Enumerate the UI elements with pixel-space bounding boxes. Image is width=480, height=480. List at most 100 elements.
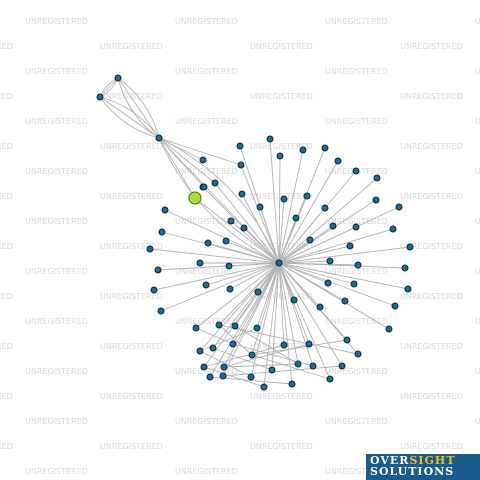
graph-edge [161,231,280,264]
graph-node [157,307,165,315]
graph-edge [158,137,280,264]
graph-node [321,144,329,152]
graph-node [280,195,288,203]
graph-node [200,363,208,371]
watermark-text: UNREGISTERED [25,317,88,326]
graph-node [154,266,162,274]
graph-node [385,325,393,333]
graph-node [260,383,268,391]
graph-node [391,302,399,310]
graph-node [247,373,255,381]
graph-edge [195,262,280,329]
graph-node [150,286,158,294]
watermark-text: UNREGISTERED [400,42,463,51]
watermark-text: UNREGISTERED [475,117,480,126]
graph-edge [157,262,280,271]
graph-edge [214,182,280,264]
graph-node [276,152,284,160]
graph-node [266,135,274,143]
graph-node [324,279,332,287]
logo-text-over: OVER [370,454,410,467]
graph-node [226,285,234,293]
watermark-text: UNREGISTERED [400,242,463,251]
graph-node [341,297,349,305]
watermark-text: UNREGISTERED [250,142,313,151]
watermark-text: UNREGISTERED [25,117,88,126]
watermark-text: UNREGISTERED [325,217,388,226]
watermark-text: UNREGISTERED [175,267,238,276]
logo-text-solutions: SOLUTIONS [370,465,455,478]
graph-edge [278,262,390,330]
watermark-text: UNREGISTERED [0,42,13,51]
graph-edge [99,77,119,98]
watermark-text: UNREGISTERED [0,142,13,151]
graph-edge [199,350,253,378]
graph-edge [99,96,160,139]
graph-edge [194,197,280,264]
graph-node [268,366,276,374]
watermark-text: UNREGISTERED [250,42,313,51]
watermark-text: UNREGISTERED [325,317,388,326]
watermark-text: UNREGISTERED [0,92,13,101]
graph-node [238,190,246,198]
watermark-text: UNREGISTERED [0,192,13,201]
graph-nodes [96,74,414,391]
graph-node [227,217,235,225]
watermark-text: UNREGISTERED [325,367,388,376]
logo-text-sight: SIGHT [409,454,456,467]
graph-edge [222,262,280,377]
graph-node [275,259,283,267]
graph-edge [269,138,280,264]
graph-edge [278,195,308,264]
graph-edge [278,262,355,285]
graph-node [200,183,208,191]
graph-edge [278,206,400,264]
graph-node [231,322,239,330]
graph-edge [158,137,280,264]
watermark-text: UNREGISTERED [475,317,480,326]
watermark-text: UNREGISTERED [100,192,163,201]
graph-node [253,324,261,332]
watermark-text: UNREGISTERED [100,392,163,401]
graph-edge [223,262,280,368]
graph-edges [99,77,411,388]
watermark-text: UNREGISTERED [475,217,480,226]
graph-node [343,336,351,344]
graph-node [248,351,256,359]
focus-node [188,191,202,205]
watermark-text: UNREGISTERED [175,317,238,326]
graph-node [215,321,223,329]
graph-edge [164,209,280,264]
graph-node [338,362,346,370]
graph-node [225,262,233,270]
graph-edge [259,206,280,264]
graph-node [161,206,169,214]
graph-edge [234,325,299,365]
graph-edge [158,137,242,166]
watermark-text: UNREGISTERED [250,92,313,101]
graph-edge [278,207,326,264]
graph-edge [223,363,299,368]
graph-edge [218,324,253,356]
watermark-text: UNREGISTERED [475,417,480,426]
watermark-text: UNREGISTERED [325,417,388,426]
graph-edge [230,220,280,264]
watermark-text: UNREGISTERED [25,67,88,76]
graph-node [352,167,360,175]
graph-node [305,340,313,348]
graph-edge [278,262,299,365]
graph-node [309,362,317,370]
graph-edge [278,262,285,346]
graph-edge [251,354,331,380]
graph-edge [278,177,378,264]
watermark-text: UNREGISTERED [175,217,238,226]
oversight-solutions-logo: OVERSIGHT SOLUTIONS [366,454,480,480]
graph-edge [212,262,280,349]
graph-node [292,214,300,222]
graph-edge [250,262,280,378]
graph-node [199,156,207,164]
graph-edge [158,137,280,264]
watermark-text: UNREGISTERED [475,17,480,26]
watermark-text: UNREGISTERED [250,192,313,201]
